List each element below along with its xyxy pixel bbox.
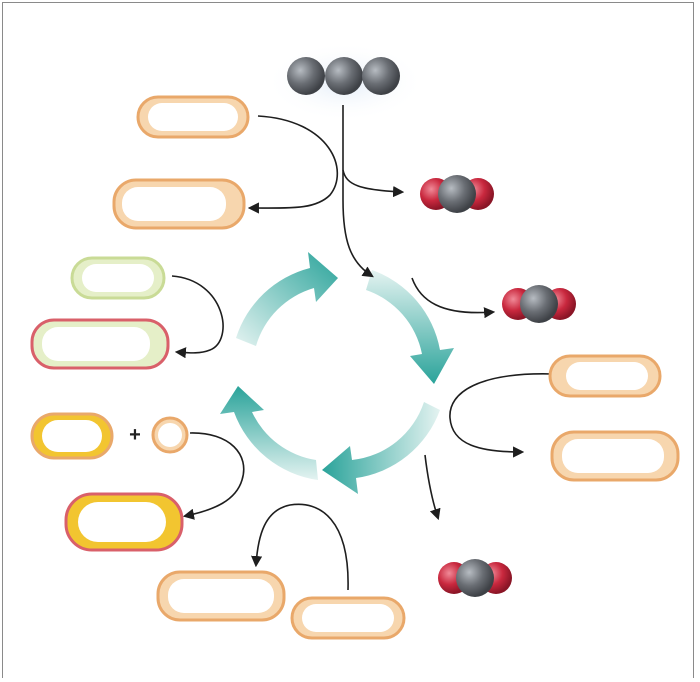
co2-molecule-3 [438, 559, 512, 597]
label-box-2 [112, 178, 246, 230]
arrow-to-co2-3 [424, 454, 441, 521]
small-circle-molecule [151, 416, 189, 454]
label-box-right-2 [550, 430, 680, 482]
arrow-circle-to-box [182, 432, 245, 520]
flow-arrows [171, 105, 554, 591]
arrow-to-co2-1 [342, 169, 405, 198]
label-box-red-green [30, 318, 170, 370]
co2-molecule-2 [502, 285, 576, 323]
arrow-green-to-red [171, 275, 224, 359]
label-box-1 [136, 95, 250, 139]
label-box-yellow-red [64, 492, 184, 552]
arrow-to-co2-2 [411, 277, 496, 319]
cycle-ring [220, 252, 454, 494]
arrow-bottom-boxes [251, 503, 349, 591]
label-box-green [70, 256, 166, 300]
cycle-arrow-right [366, 270, 454, 384]
cycle-arrow-bottom [322, 402, 440, 494]
arrow-box1-to-box2 [247, 115, 339, 214]
label-box-bottom-middle [290, 596, 406, 640]
three-carbon-molecule [287, 57, 400, 95]
co2-molecule-1 [420, 175, 494, 213]
cycle-arrow-left [220, 386, 318, 480]
arrow-right-boxes [449, 373, 554, 458]
label-box-right-1 [548, 354, 662, 398]
label-box-bottom-left [156, 570, 286, 622]
plus-sign: + [129, 424, 141, 446]
cycle-arrow-top [236, 252, 338, 346]
arrow-main-trunk [342, 105, 374, 278]
label-box-yellow-small [30, 412, 114, 460]
figure-frame [2, 2, 694, 678]
